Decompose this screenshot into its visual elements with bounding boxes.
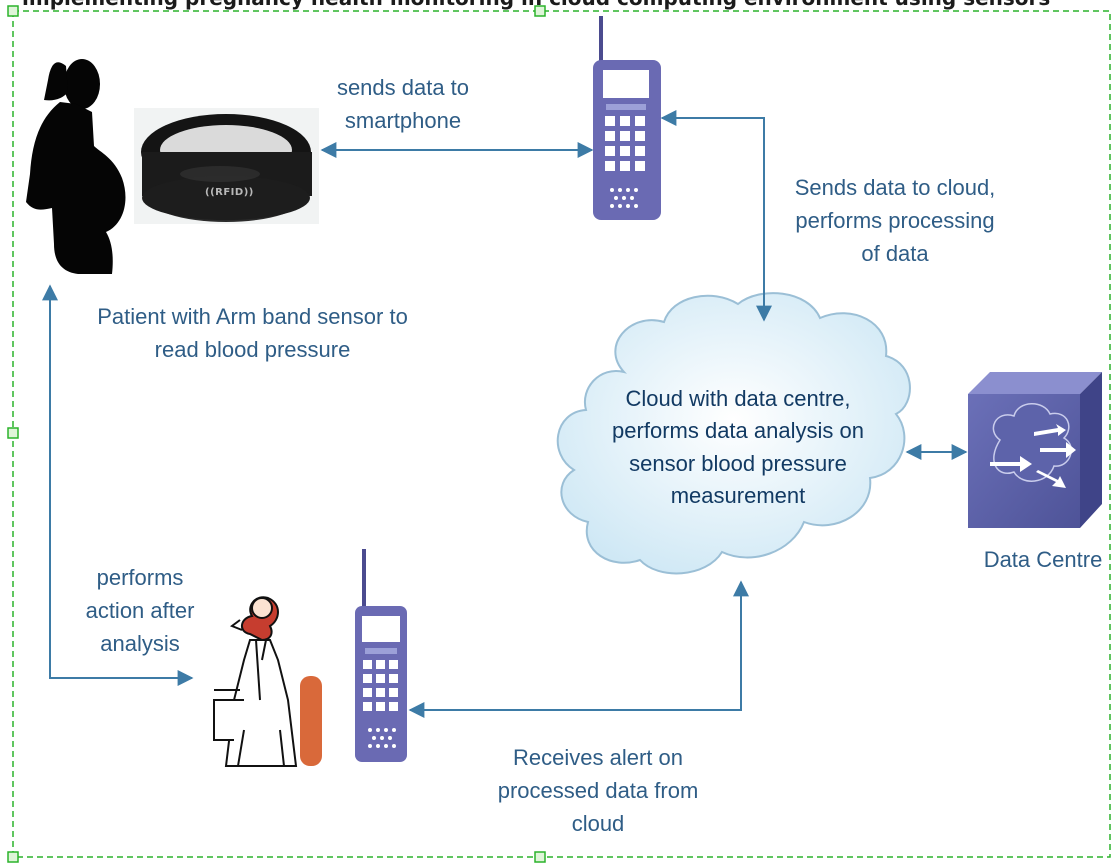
connector-arrows [42, 110, 968, 718]
label-sends-to-smartphone: sends data to smartphone [336, 75, 470, 133]
arrow-cloud-to-bottom-phone [408, 580, 749, 718]
doctor-icon [213, 596, 322, 767]
label-sends-to-cloud: Sends data to cloud, performs processing… [794, 175, 996, 266]
arrow-phone-to-cloud [660, 110, 772, 322]
arrow-doctor-loop [42, 284, 194, 686]
pregnant-woman-silhouette-icon [26, 59, 126, 274]
mobile-phone-icon [355, 549, 407, 762]
rfid-badge-text: ((RFID)) [205, 187, 254, 198]
mobile-phone-icon [593, 16, 661, 220]
label-receives-alert: Receives alert on processed data from cl… [497, 745, 699, 836]
label-data-centre: Data Centre [983, 547, 1103, 572]
clipped-caption: implementing pregnancy health monitoring… [22, 0, 1072, 10]
rfid-wristband-icon [134, 108, 319, 224]
selection-handles [7, 5, 546, 863]
label-doctor-action: performs action after analysis [85, 565, 195, 656]
data-centre-icon [968, 372, 1102, 528]
label-cloud-data-centre: Cloud with data centre, performs data an… [612, 386, 864, 508]
label-patient: Patient with Arm band sensor to read blo… [97, 304, 408, 362]
